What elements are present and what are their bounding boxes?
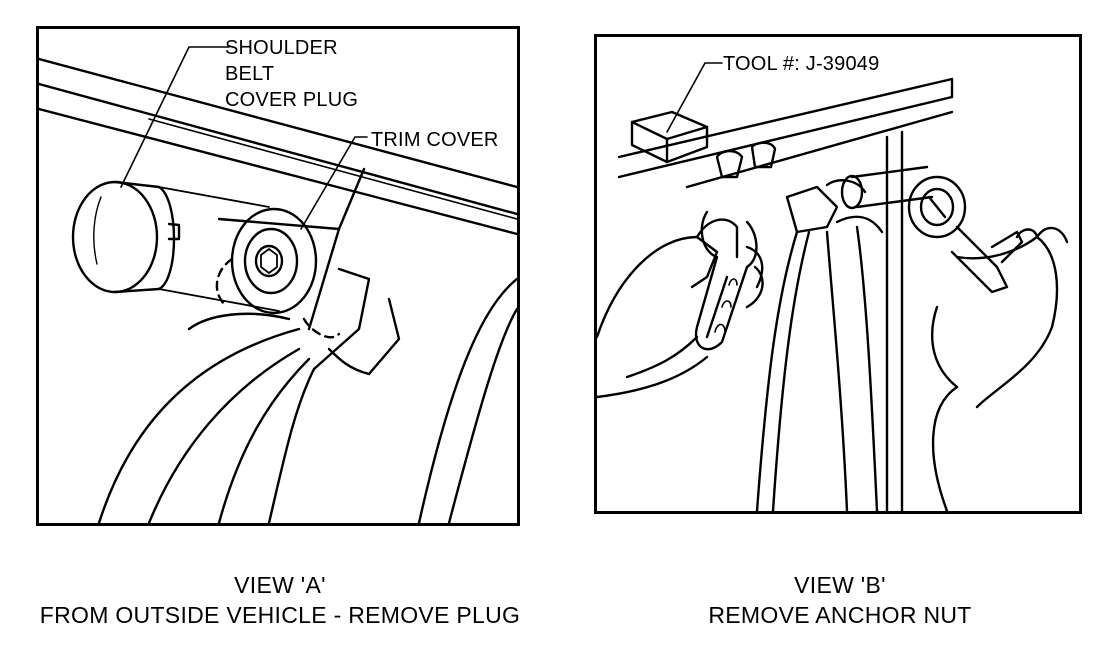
view-b-line-drawing [597, 62, 1069, 511]
view-a-caption: VIEW 'A' FROM OUTSIDE VEHICLE - REMOVE P… [0, 570, 560, 630]
callout-line-2: BELT [225, 63, 275, 85]
view-b-caption-title: VIEW 'B' [794, 572, 886, 598]
view-b-caption: VIEW 'B' REMOVE ANCHOR NUT [620, 570, 1060, 630]
trim-cover-label: TRIM COVER [371, 129, 499, 151]
shoulder-belt-cover-plug-label: SHOULDER BELT COVER PLUG [225, 35, 358, 113]
tool-number-label: TOOL #: J-39049 [723, 53, 880, 75]
callout-line-3: COVER PLUG [225, 89, 359, 111]
view-a-illustration-panel: SHOULDER BELT COVER PLUG TRIM COVER [36, 26, 520, 526]
view-a-caption-subtitle: FROM OUTSIDE VEHICLE - REMOVE PLUG [39, 602, 521, 628]
view-a-caption-title: VIEW 'A' [234, 572, 326, 598]
callout-line-1: SHOULDER [225, 37, 338, 59]
view-b-caption-subtitle: REMOVE ANCHOR NUT [708, 602, 972, 628]
view-b-illustration-panel: TOOL #: J-39049 [594, 34, 1082, 514]
view-a-line-drawing [39, 46, 517, 523]
